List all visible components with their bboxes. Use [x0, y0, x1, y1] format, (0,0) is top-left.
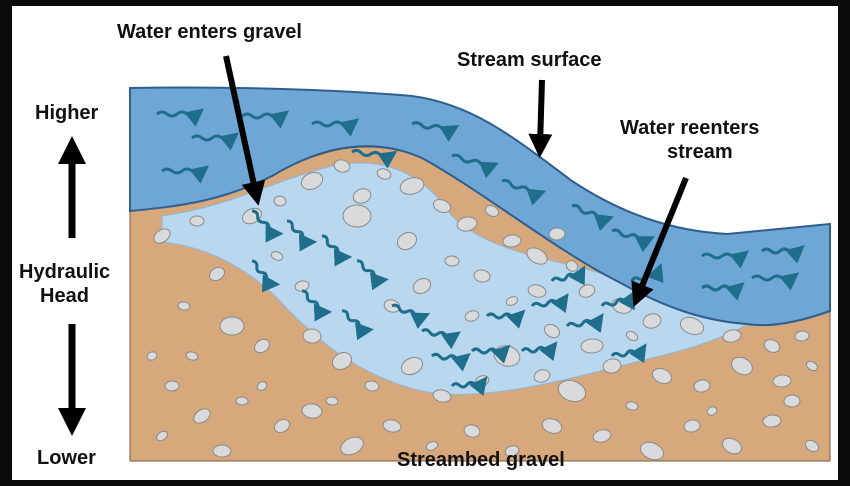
pebble-icon — [549, 228, 566, 241]
label-water-enters-gravel: Water enters gravel — [117, 21, 302, 43]
diagram-panel: Water enters gravel Stream surface Water… — [12, 6, 838, 480]
label-hydraulic: Hydraulic — [19, 261, 110, 283]
label-higher: Higher — [35, 102, 99, 124]
pebble-icon — [784, 395, 800, 408]
label-lower: Lower — [37, 447, 96, 469]
pebble-icon — [220, 317, 244, 335]
label-streambed-gravel: Streambed gravel — [397, 449, 565, 471]
pebble-icon — [165, 381, 179, 391]
pebble-icon — [190, 216, 204, 226]
stream-surface-pointer-arrow — [540, 80, 542, 146]
label-head: Head — [40, 285, 89, 307]
label-stream: stream — [667, 141, 733, 163]
pebble-icon — [213, 445, 231, 458]
pebble-icon — [343, 205, 371, 227]
label-stream-surface: Stream surface — [457, 49, 602, 71]
label-water-reenters: Water reenters — [620, 117, 759, 139]
stream-hyporheic-diagram: Water enters gravel Stream surface Water… — [12, 6, 838, 480]
pebble-icon — [236, 397, 248, 406]
